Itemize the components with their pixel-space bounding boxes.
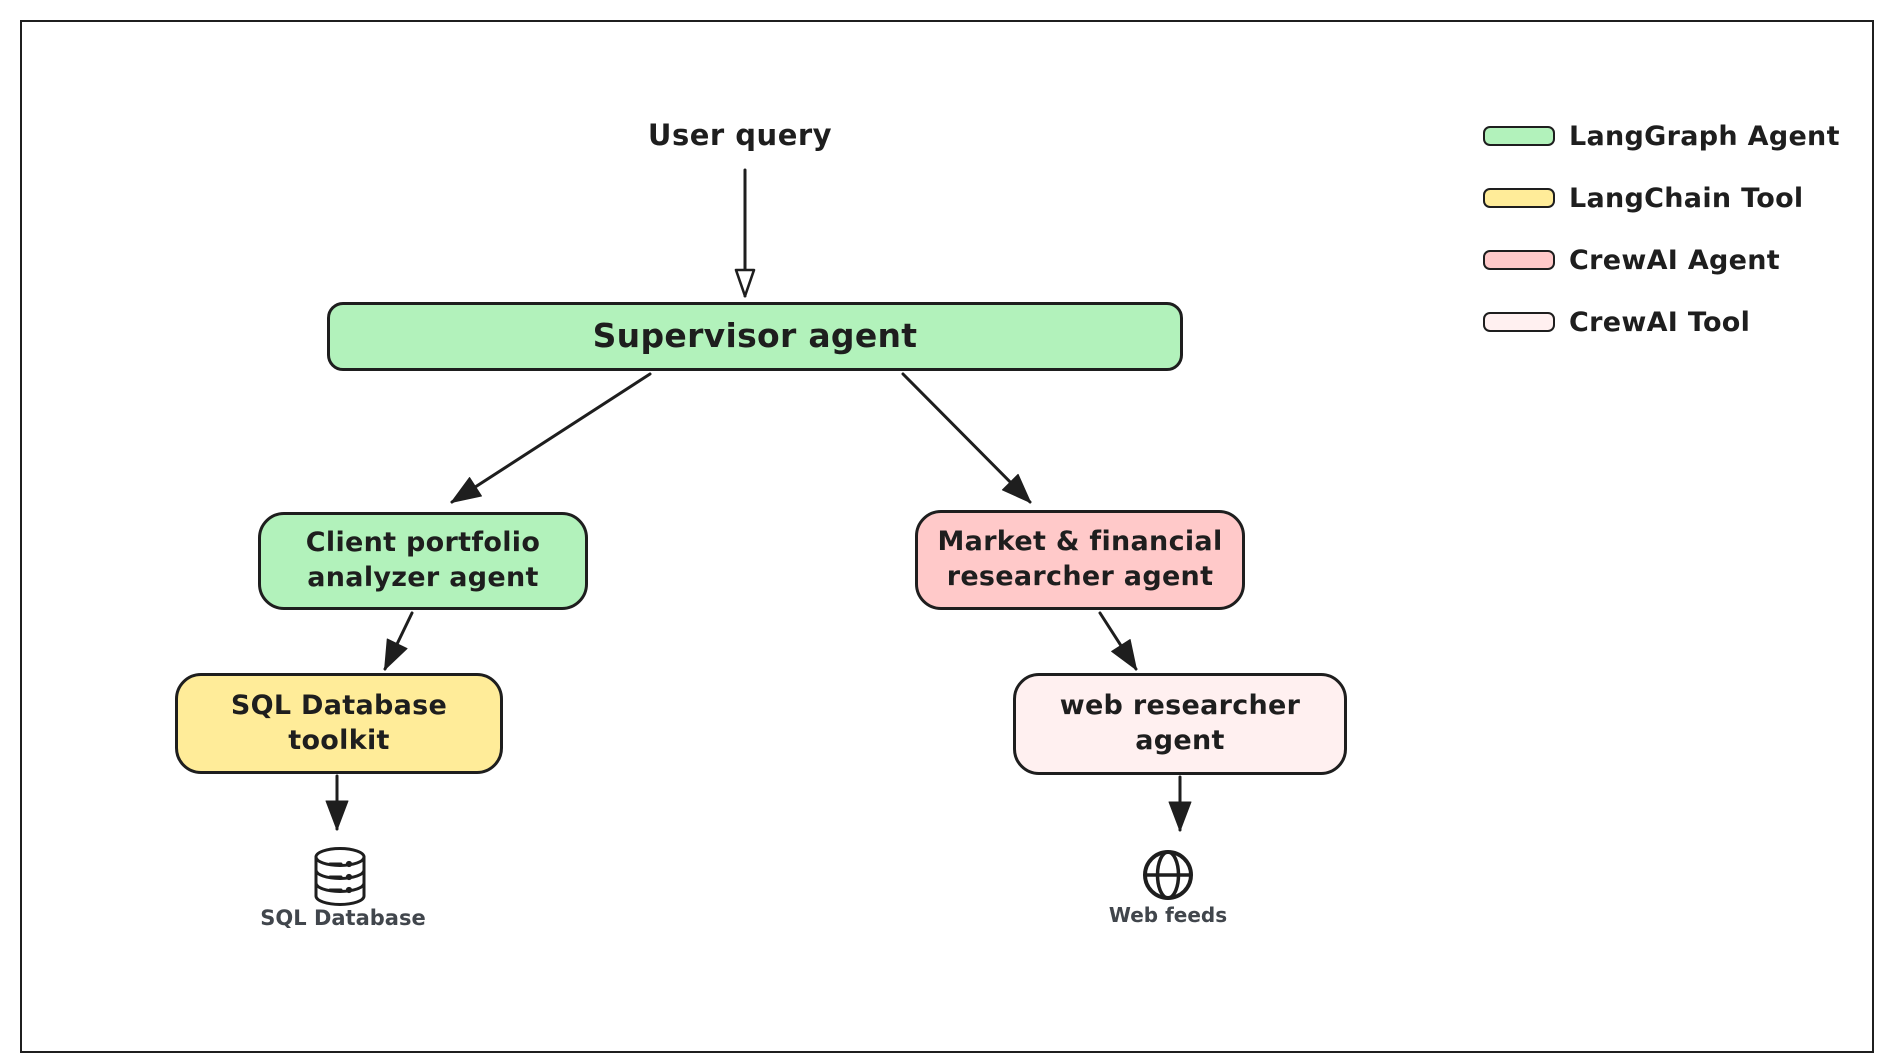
legend-item-crewai-agent: CrewAI Agent: [1483, 244, 1840, 276]
legend-item-langchain-tool: LangChain Tool: [1483, 182, 1840, 214]
node-client-portfolio-analyzer-agent: Client portfolio analyzer agent: [258, 512, 588, 610]
legend-swatch-crewai-agent: [1483, 250, 1555, 270]
legend-label-crewai-agent: CrewAI Agent: [1569, 244, 1780, 276]
legend-item-langgraph-agent: LangGraph Agent: [1483, 120, 1840, 152]
legend-label-langgraph-agent: LangGraph Agent: [1569, 120, 1840, 152]
web-feeds-caption: Web feeds: [1108, 903, 1228, 927]
legend-swatch-crewai-tool: [1483, 312, 1555, 332]
node-supervisor-agent-label: Supervisor agent: [592, 316, 918, 356]
legend-label-crewai-tool: CrewAI Tool: [1569, 306, 1751, 338]
node-client-portfolio-analyzer-agent-label: Client portfolio analyzer agent: [305, 527, 541, 593]
legend-label-langchain-tool: LangChain Tool: [1569, 182, 1804, 214]
node-web-researcher-agent-label: web researcher agent: [1059, 690, 1301, 756]
node-web-researcher-agent: web researcher agent: [1013, 673, 1347, 775]
sql-database-caption: SQL Database: [260, 906, 426, 930]
node-sql-database-toolkit-label: SQL Database toolkit: [230, 689, 448, 756]
node-market-financial-researcher-agent: Market & financial researcher agent: [915, 510, 1245, 610]
legend: LangGraph Agent LangChain Tool CrewAI Ag…: [1483, 120, 1840, 338]
user-query-label: User query: [647, 118, 833, 152]
node-sql-database-toolkit: SQL Database toolkit: [175, 673, 503, 774]
diagram-border: [20, 20, 1874, 1053]
legend-swatch-langchain-tool: [1483, 188, 1555, 208]
legend-item-crewai-tool: CrewAI Tool: [1483, 306, 1840, 338]
legend-swatch-langgraph-agent: [1483, 126, 1555, 146]
node-supervisor-agent: Supervisor agent: [327, 302, 1183, 371]
node-market-financial-researcher-agent-label: Market & financial researcher agent: [937, 526, 1223, 592]
